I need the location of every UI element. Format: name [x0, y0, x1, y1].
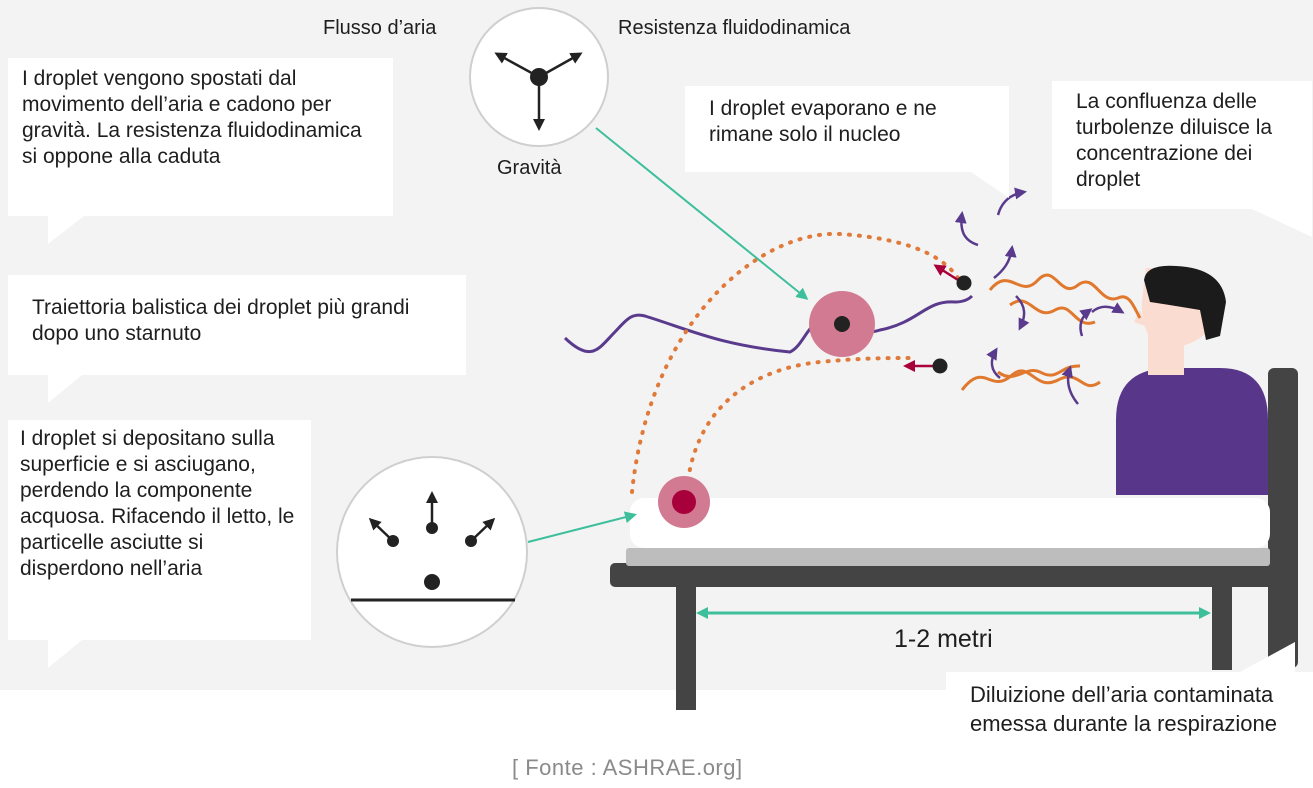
person-figure — [1116, 265, 1268, 495]
bubble-deposit: I droplet si depositano sulla superficie… — [8, 420, 311, 668]
drag-label: Resistenza fluidodinamica — [618, 17, 851, 39]
source-caption: [ Fonte : ASHRAE.org] — [512, 755, 743, 780]
callout-arrow-deposit — [527, 511, 637, 543]
bubble-tail — [48, 375, 82, 403]
callout-arrow-forces — [595, 127, 809, 300]
bubble-turbulence-text: La confluenza delle turbolenze diluisce … — [1076, 90, 1273, 191]
bubble-ballistic: Traiettoria balistica dei droplet più gr… — [8, 275, 466, 403]
bubble-drift-fall-text: I droplet vengono spostati dal movimento… — [22, 67, 362, 168]
bubble-drift-fall: I droplet vengono spostati dal movimento… — [8, 58, 393, 244]
bubble-tail — [48, 216, 84, 244]
distance-label: 1-2 metri — [894, 625, 993, 653]
bubble-dilution: Diluizione dell’aria contaminata emessa … — [946, 642, 1313, 788]
bubble-turbulence: La confluenza delle turbolenze diluisce … — [1052, 81, 1312, 237]
bubble-evaporate: I droplet evaporano e ne rimane solo il … — [685, 86, 1009, 198]
airflow-label: Flusso d’aria — [323, 17, 437, 39]
airflow-wave — [563, 294, 974, 354]
droplet-nucleus-lower — [932, 358, 948, 374]
bubble-tail — [971, 172, 1009, 198]
bubble-evaporate-text: I droplet evaporano e ne rimane solo il … — [709, 97, 937, 146]
bubble-tail — [48, 640, 82, 668]
ballistic-trajectory-high — [630, 231, 960, 494]
bubble-tail — [1252, 209, 1312, 237]
bubble-deposit-text: I droplet si depositano sulla superficie… — [20, 427, 295, 580]
ballistic-trajectory-low — [686, 356, 912, 482]
forces-zoom-circle — [469, 7, 609, 147]
bed — [610, 368, 1298, 710]
droplet-motion-arrow — [933, 264, 959, 282]
droplet-nucleus — [834, 316, 850, 332]
bubble-dilution-text: Diluizione dell’aria contaminata emessa … — [970, 682, 1277, 736]
droplet-nucleus-upper — [956, 275, 972, 291]
bubble-tail — [1240, 642, 1295, 672]
gravity-label: Gravità — [497, 157, 562, 179]
deposited-droplet-core — [672, 490, 696, 514]
surface-zoom-circle — [336, 456, 528, 648]
turbulence-arrows — [954, 187, 1125, 405]
turbulence-lines — [960, 273, 1142, 391]
bubble-ballistic-text: Traiettoria balistica dei droplet più gr… — [32, 296, 410, 345]
